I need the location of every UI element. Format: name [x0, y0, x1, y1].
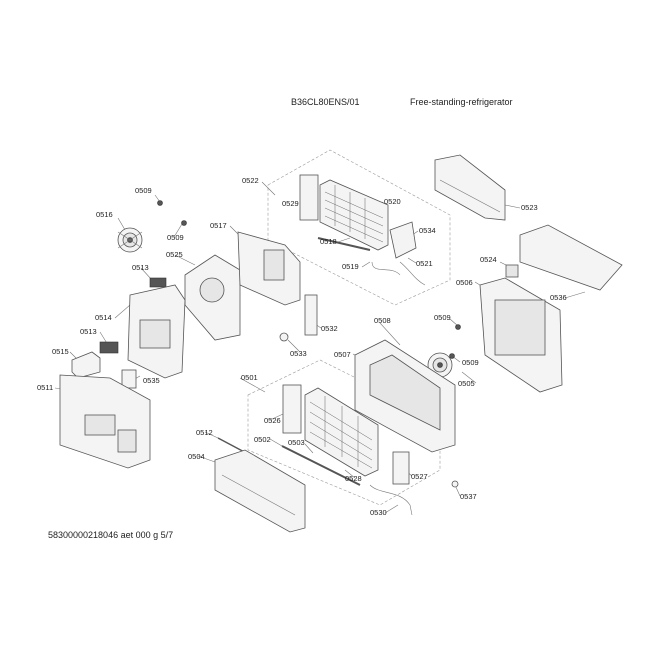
screw-icon [157, 200, 163, 206]
document-title: Free-standing-refrigerator [410, 97, 513, 107]
cap-part [451, 480, 459, 488]
part-label: 0528 [345, 474, 362, 483]
part-label: 0505 [458, 379, 475, 388]
part-label: 0504 [188, 452, 205, 461]
mounting-frame [434, 154, 506, 221]
part-label: 0518 [320, 237, 337, 246]
part-label: 0515 [52, 347, 69, 356]
part-label: 0537 [460, 492, 477, 501]
part-label: 0522 [242, 176, 259, 185]
part-label: 0530 [370, 508, 387, 517]
document-footer: 58300000218046 aet 000 g 5/7 [48, 530, 174, 540]
model-number: B36CL80ENS/01 [291, 97, 360, 107]
part-label: 0509 [135, 186, 152, 195]
sensor-module-2 [99, 341, 119, 354]
fan-assembly-right [427, 352, 453, 378]
part-label: 0526 [264, 416, 281, 425]
part-label: 0506 [456, 278, 473, 287]
part-label: 0509 [167, 233, 184, 242]
knob-part [279, 332, 289, 342]
drain-tube-lower [369, 484, 413, 516]
bracket-part [304, 294, 318, 336]
part-label: 0507 [334, 350, 351, 359]
top-cover-panel [519, 224, 623, 291]
part-label: 0503 [288, 438, 305, 447]
part-label: 0517 [210, 221, 227, 230]
part-label: 0535 [143, 376, 160, 385]
part-label: 0525 [166, 250, 183, 259]
screw-icon [449, 353, 455, 359]
heater-bar [317, 237, 371, 251]
drain-tube [371, 261, 401, 276]
part-label: 0534 [419, 226, 436, 235]
part-label: 0520 [384, 197, 401, 206]
part-label: 0533 [290, 349, 307, 358]
part-label: 0519 [342, 262, 359, 271]
part-labels: 0509 0516 0509 0513 0525 0517 0514 0513 … [37, 176, 567, 517]
evaporator-end-cap-lower [392, 451, 410, 485]
part-label: 0527 [411, 472, 428, 481]
housing-part [71, 351, 101, 379]
drip-tray [214, 449, 306, 533]
part-label: 0524 [480, 255, 497, 264]
part-label: 0532 [321, 324, 338, 333]
small-bracket [505, 264, 519, 278]
part-label: 0536 [550, 293, 567, 302]
fan-assembly-left [117, 227, 143, 253]
screw-icon [181, 220, 187, 226]
part-label: 0509 [434, 313, 451, 322]
part-label: 0514 [95, 313, 112, 322]
part-label: 0529 [282, 199, 299, 208]
evaporator-side-panel [299, 174, 319, 221]
part-label: 0513 [132, 263, 149, 272]
part-label: 0508 [374, 316, 391, 325]
part-label: 0501 [241, 373, 258, 382]
part-label: 0521 [416, 259, 433, 268]
heater-bar-lower [281, 445, 361, 486]
evaporator-side-panel-lower [282, 384, 302, 434]
part-label: 0511 [37, 383, 53, 392]
part-label: 0509 [462, 358, 479, 367]
drain-tube-2 [399, 261, 426, 286]
group-box-evaporator-lower [247, 359, 441, 506]
evaporator-end-cap [389, 221, 417, 259]
part-label: 0523 [521, 203, 538, 212]
part-label: 0516 [96, 210, 113, 219]
part-label: 0512 [196, 428, 213, 437]
sensor-module [149, 277, 167, 288]
part-label: 0502 [254, 435, 271, 444]
part-label: 0513 [80, 327, 97, 336]
screw-icon [455, 324, 461, 330]
